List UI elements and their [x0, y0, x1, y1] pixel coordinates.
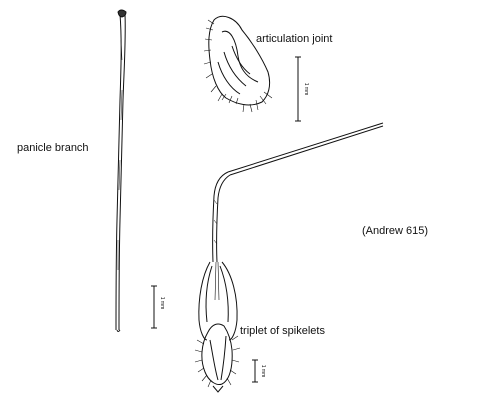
articulation-joint-drawing [203, 15, 273, 113]
label-triplet-of-spikelets: triplet of spikelets [240, 325, 325, 337]
scale-bar-articulation [295, 56, 301, 122]
scale-text-articulation: 1 mm [303, 83, 309, 96]
scale-bar-spikelet [252, 359, 258, 383]
scale-text-panicle: 1 mm [159, 297, 165, 310]
label-specimen: (Andrew 615) [362, 225, 429, 237]
scale-bar-panicle [151, 285, 157, 329]
scale-text-spikelet: 1 mm [260, 365, 266, 378]
panicle-branch-drawing [115, 9, 127, 332]
label-panicle-branch: panicle branch [17, 142, 89, 154]
spikelet-triplet-drawing [194, 122, 384, 393]
label-articulation-joint: articulation joint [256, 33, 333, 45]
